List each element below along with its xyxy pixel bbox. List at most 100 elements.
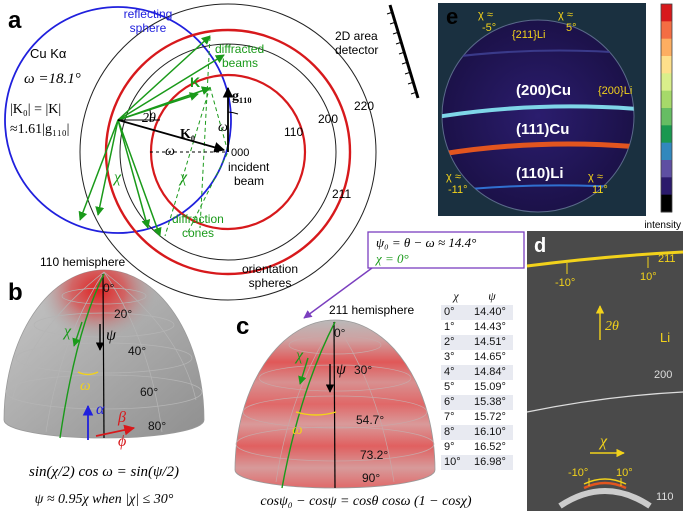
omega-symbol-c: ω (292, 422, 303, 438)
table-cell-chi: 10° (441, 455, 471, 470)
psi0-box (367, 231, 525, 269)
panel-e-labels: χ ≈ -5° χ ≈ 5° {211}Li {200}Li χ ≈ -11° … (446, 9, 632, 196)
beta-arrow (95, 424, 136, 437)
colorbar-segment (661, 125, 672, 144)
orientation-sphere-200 (119, 43, 337, 261)
table-row: 5°15.09° (441, 380, 513, 395)
omega-symbol-b: ω (80, 378, 91, 394)
ring-label-200: 200 (318, 112, 338, 126)
chi-p5-label-1: χ ≈ (558, 9, 573, 21)
table-row: 2°14.51° (441, 335, 513, 350)
table-cell-psi: 16.10° (471, 425, 513, 440)
table-cell-psi: 14.51° (471, 335, 513, 350)
svg-text:beam: beam (234, 174, 264, 188)
detector-label: 2D area detector (335, 29, 378, 57)
omega-arc-top (227, 111, 239, 115)
table-cell-psi: 15.38° (471, 395, 513, 410)
dashed-cone-lines (164, 36, 229, 237)
equation-b2: ψ ≈ 0.95χ when |χ| ≤ 30° (35, 492, 174, 507)
panel-e-letter: e (446, 4, 458, 29)
lat-c-30: 30° (354, 363, 372, 377)
chi-m5-label-2: -5° (482, 22, 496, 34)
label-li-d: Li (660, 330, 670, 345)
panel-d-bg (527, 231, 683, 511)
chi0-equation: χ = 0° (374, 251, 409, 266)
tick-label-p10-top: 10° (640, 271, 657, 283)
psi-meridian-c (333, 321, 336, 489)
table-row: 9°16.52° (441, 440, 513, 455)
chi-label-d: χ (598, 433, 608, 450)
psi-symbol-b: ψ (106, 327, 117, 344)
alpha-symbol: α (96, 401, 105, 418)
colorbar-segment (661, 21, 672, 40)
hemisphere-110-lat-labels: 0° 20° 40° 60° 80° (103, 281, 166, 433)
lat-60: 60° (140, 385, 158, 399)
radiation-label: Cu Kα (30, 46, 67, 61)
svg-text:beams: beams (222, 56, 258, 70)
two-theta-label: 2θ (142, 111, 156, 126)
beta-symbol: β (117, 409, 126, 426)
incident-beam-vector (117, 119, 226, 153)
two-theta-arc (149, 109, 152, 123)
panel-b: b 110 hemisphere 0° 20° 40° 60° 80° χ (3, 255, 205, 507)
colorbar-segment (661, 108, 672, 126)
ring-label-211: 211 (332, 187, 351, 201)
hemisphere-211-lat-labels: 0° 30° 54.7° 73.2° 90° (334, 326, 388, 485)
lat-20: 20° (114, 307, 132, 321)
reflecting-sphere (4, 6, 232, 234)
arc-211 (526, 250, 684, 268)
two-theta-label-d: 2θ (605, 319, 619, 334)
phi-symbol: ϕ (118, 433, 126, 450)
table-row: 0°14.40° (441, 305, 513, 320)
intensity-label: intensity (644, 220, 681, 231)
g110-label: g₁₁₀ (232, 89, 252, 104)
chi-label-right: χ (178, 169, 188, 186)
origin-label: 000 (231, 147, 249, 159)
equation-b1: sin(χ/2) cos ω = sin(ψ/2) (29, 464, 179, 480)
label-110-d: 110 (656, 491, 674, 503)
table-cell-chi: 0° (441, 305, 471, 320)
table-cell-chi: 2° (441, 335, 471, 350)
chi-p5-label-2: 5° (566, 22, 577, 34)
arc-200 (526, 391, 684, 413)
table-cell-chi: 8° (441, 425, 471, 440)
k-vector-label: K (190, 74, 200, 90)
psi0-equation: ψ₀ = θ − ω ≈ 14.4° (376, 235, 476, 250)
lat-80: 80° (148, 419, 166, 433)
lat-c-90: 90° (362, 471, 380, 485)
panel-d-letter: d (534, 235, 546, 257)
omega-label-top: ω (218, 120, 228, 135)
colorbar-segment (661, 4, 672, 22)
table-cell-psi: 15.72° (474, 411, 506, 423)
table-header-row: χ ψ (441, 288, 513, 305)
chi-p11-label-2: 11° (592, 184, 608, 196)
chi-symbol-c: χ (294, 347, 304, 364)
table-cell-psi: 15.09° (474, 381, 506, 393)
lat-c-54: 54.7° (356, 413, 384, 427)
panel-b-letter: b (8, 279, 23, 306)
chi-arrow (72, 321, 83, 347)
hemisphere-110-title: 110 hemisphere (40, 255, 125, 269)
table-row: 6°15.38° (441, 395, 513, 410)
table-cell-psi: 16.52° (474, 441, 506, 453)
lat-c-73: 73.2° (360, 448, 388, 462)
panel-e: e χ ≈ -5° χ ≈ 5° {211}Li {200}Li χ ≈ -11… (438, 3, 681, 231)
lat-0: 0° (103, 281, 115, 295)
chi-m11-label-1: χ ≈ (446, 171, 461, 183)
lat-c-0: 0° (334, 326, 346, 340)
table-cell-psi: 14.84° (471, 365, 513, 380)
svg-text:diffraction: diffraction (172, 212, 224, 226)
arc-110 (558, 488, 652, 509)
table-cell-chi: 6° (441, 395, 471, 410)
panel-c-letter: c (236, 313, 249, 340)
li200-label: {200}Li (598, 85, 632, 97)
panel-d: d 211 200 110 Li -10° 10° -10° 10° 2θ χ (526, 231, 684, 511)
svg-text:cones: cones (182, 226, 214, 240)
chi-p11-label-1: χ ≈ (588, 171, 603, 183)
psi0-pointer (303, 267, 373, 319)
li110-label: (110)Li (516, 165, 564, 182)
svg-text:incident: incident (228, 160, 270, 174)
colorbar-segment (661, 142, 672, 161)
chi-m11-label-2: -11° (448, 184, 467, 196)
